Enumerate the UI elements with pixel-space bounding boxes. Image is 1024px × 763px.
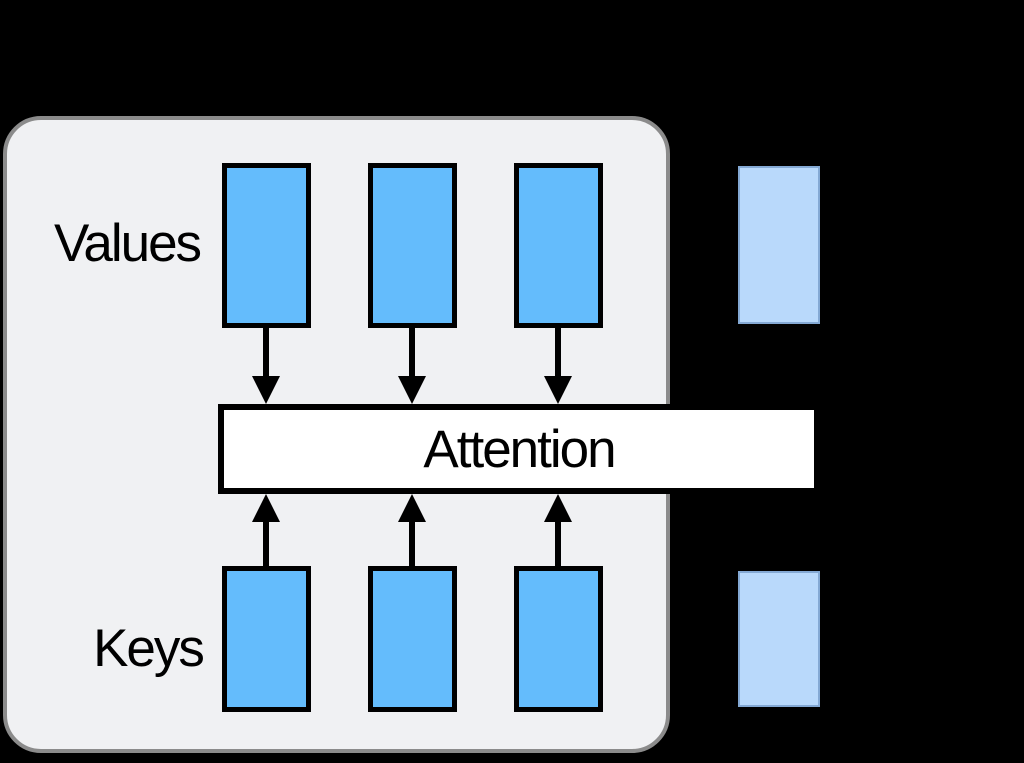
key-to-attention-arrow-3	[544, 494, 572, 566]
key-box-3	[514, 566, 603, 712]
arrow-up-icon	[252, 494, 280, 522]
value-box-1	[222, 163, 311, 328]
arrow-down-icon	[398, 376, 426, 404]
arrow-down-icon	[544, 376, 572, 404]
side-box-bottom-right	[738, 571, 820, 707]
value-box-3	[514, 163, 603, 328]
attention-bar-label: Attention	[423, 419, 616, 479]
arrow-shaft	[263, 520, 269, 566]
arrow-down-icon	[252, 376, 280, 404]
arrow-shaft	[409, 520, 415, 566]
side-box-top-right	[738, 166, 820, 324]
value-to-attention-arrow-2	[398, 328, 426, 404]
arrow-shaft	[409, 328, 415, 380]
arrow-shaft	[555, 328, 561, 380]
value-to-attention-arrow-1	[252, 328, 280, 404]
value-box-2	[368, 163, 457, 328]
key-to-attention-arrow-1	[252, 494, 280, 566]
arrow-shaft	[555, 520, 561, 566]
keys-label: Keys	[93, 619, 205, 678]
arrow-up-icon	[398, 494, 426, 522]
arrow-up-icon	[544, 494, 572, 522]
key-box-2	[368, 566, 457, 712]
key-box-1	[222, 566, 311, 712]
value-to-attention-arrow-3	[544, 328, 572, 404]
attention-bar: Attention	[218, 404, 820, 494]
key-to-attention-arrow-2	[398, 494, 426, 566]
arrow-shaft	[263, 328, 269, 380]
values-label: Values	[53, 214, 202, 273]
